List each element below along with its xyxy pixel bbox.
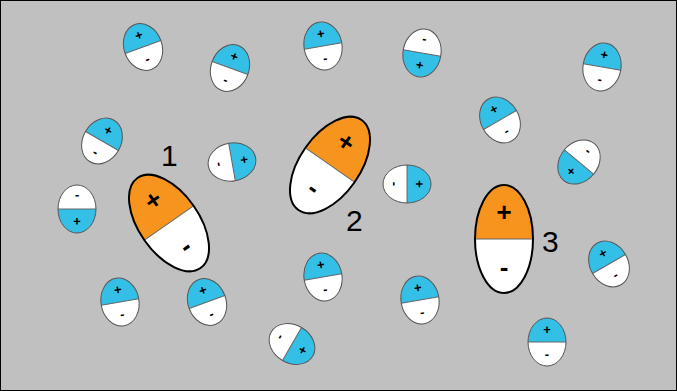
negative-half	[58, 185, 96, 233]
dipole-border	[472, 90, 529, 151]
dipole-molecule: +-	[396, 272, 444, 328]
dipole-outline	[111, 159, 226, 286]
dipole-divider	[403, 50, 440, 57]
charge-sign-negative: -	[474, 239, 534, 294]
positive-half	[58, 209, 96, 233]
dipole-border	[581, 234, 638, 295]
charge-sign-negative: -	[100, 299, 144, 331]
dipole-border	[204, 39, 256, 97]
negative-half	[204, 39, 256, 97]
dipole-divider	[407, 165, 408, 203]
callout-number: 2	[346, 206, 363, 236]
dipole-molecule: +-	[96, 274, 144, 330]
negative-half	[117, 18, 169, 76]
dipole-border	[74, 111, 131, 172]
negative-half	[472, 90, 529, 151]
dipole-border	[117, 18, 169, 76]
dipole-border	[113, 161, 225, 286]
dipole-divider	[401, 297, 438, 304]
positive-half	[528, 318, 566, 342]
positive-half	[407, 165, 431, 203]
charge-sign-negative: -	[400, 297, 444, 329]
dipole-molecule: +-	[203, 38, 258, 99]
dipole-outline	[470, 88, 530, 151]
charge-sign-negative: -	[303, 274, 347, 306]
dipole-outline	[180, 272, 235, 333]
dipole-outline	[72, 109, 132, 172]
dipole-molecule: +-	[382, 164, 432, 204]
dipole-outline	[116, 17, 171, 78]
charge-sign-positive: +	[474, 184, 534, 239]
negative-half	[181, 273, 233, 331]
large-dipole: +-	[474, 184, 534, 294]
negative-half	[113, 161, 225, 286]
charge-sign-negative: -	[527, 342, 567, 367]
dipole-divider	[304, 274, 341, 281]
charge-sign-negative: -	[57, 184, 97, 209]
dipole-molecule: +-	[72, 109, 132, 172]
large-dipole: +-	[272, 101, 387, 228]
negative-half	[274, 103, 386, 228]
dipole-molecule: +-	[260, 314, 323, 374]
charge-sign-positive: +	[407, 164, 432, 204]
dipole-border	[58, 185, 96, 233]
dipole-border	[274, 103, 386, 228]
dipole-divider	[528, 342, 566, 343]
dipole-outline	[203, 38, 258, 99]
dipole-molecule: +-	[299, 18, 347, 74]
charge-sign-negative: -	[303, 43, 347, 75]
dipole-border	[475, 185, 533, 293]
negative-half	[528, 318, 566, 366]
dipole-border	[528, 318, 566, 366]
dipole-molecule: +-	[299, 249, 347, 305]
negative-half	[475, 185, 533, 293]
dipole-border	[181, 273, 233, 331]
dipole-molecule: +-	[579, 232, 639, 295]
dipole-molecule: +-	[527, 317, 567, 367]
dipole-divider	[101, 299, 138, 306]
dipole-molecule: +-	[548, 130, 611, 194]
dipole-divider	[304, 43, 341, 50]
negative-half	[549, 131, 609, 192]
negative-half	[383, 165, 431, 203]
dipole-molecule: +-	[180, 272, 235, 333]
callout-number: 1	[161, 141, 178, 171]
dipole-outline	[272, 101, 387, 228]
charge-sign-positive: +	[527, 317, 567, 342]
dipole-divider	[58, 209, 96, 210]
dipole-molecule: +-	[398, 25, 446, 81]
dipole-outline	[548, 130, 611, 194]
dipole-outline	[579, 232, 639, 295]
dipole-molecule: +-	[57, 184, 97, 234]
dipole-border	[549, 131, 609, 192]
positive-half	[475, 185, 533, 239]
negative-half	[74, 111, 131, 172]
dipole-molecule: +-	[116, 17, 171, 78]
large-dipole: +-	[111, 159, 226, 286]
dipole-divider	[475, 239, 533, 240]
charge-sign-positive: +	[57, 209, 97, 234]
dipole-border	[262, 316, 323, 373]
dipole-border	[383, 165, 431, 203]
dipole-molecule: +-	[470, 88, 530, 151]
dipole-molecule: +-	[204, 138, 260, 186]
dipole-outline	[260, 314, 323, 374]
charge-sign-negative: -	[382, 164, 407, 204]
dipole-molecule: +-	[578, 39, 626, 95]
negative-half	[262, 316, 323, 373]
callout-number: 3	[542, 227, 559, 257]
negative-half	[581, 234, 638, 295]
dipole-divider	[229, 143, 236, 180]
dipole-divider	[583, 64, 620, 71]
